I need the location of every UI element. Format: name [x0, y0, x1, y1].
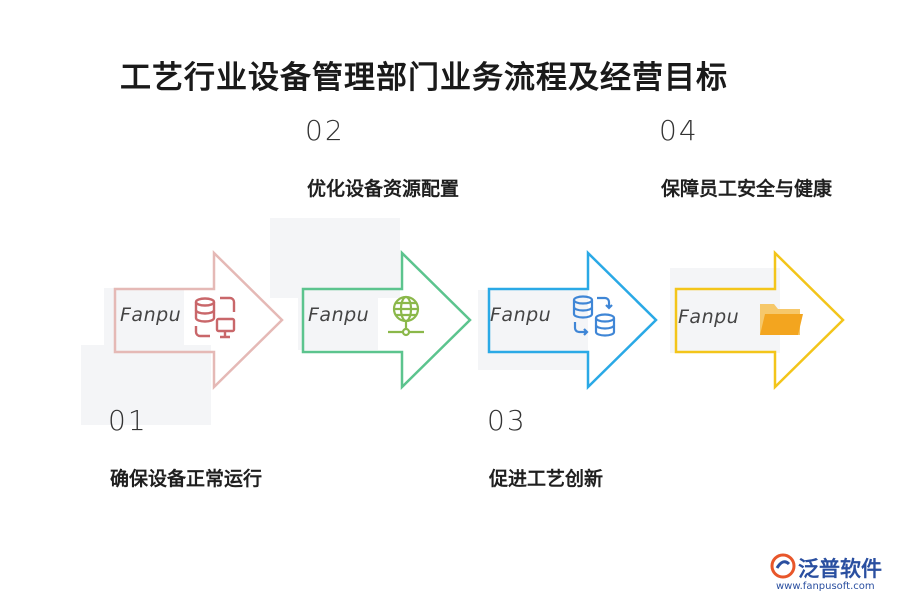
- ghost-panel: [298, 290, 378, 350]
- arrow-step-3: [487, 250, 658, 390]
- watermark-text: Fanpu: [120, 304, 182, 326]
- step-label: 保障员工安全与健康: [661, 178, 833, 200]
- ghost-panel: [81, 345, 211, 425]
- step-number: 04: [659, 114, 699, 147]
- database-monitor-icon: [194, 296, 236, 339]
- watermark-text: Fanpu: [678, 306, 740, 328]
- ghost-panel: [478, 290, 588, 370]
- step-label: 促进工艺创新: [489, 468, 604, 490]
- ghost-panel: [270, 218, 400, 298]
- folder-icon: [760, 304, 803, 335]
- step-label: 确保设备正常运行: [110, 468, 263, 490]
- arrow-step-2: [301, 250, 472, 390]
- diagram-title: 工艺行业设备管理部门业务流程及经营目标: [120, 60, 728, 96]
- brand-icon: [770, 553, 796, 579]
- ghost-panel: [104, 288, 184, 348]
- step-number: 03: [487, 404, 527, 437]
- globe-network-icon: [388, 295, 424, 337]
- brand-logo: 泛普软件 www.fanpusoft.com: [770, 553, 895, 598]
- database-sync-icon: [572, 295, 616, 337]
- watermark-text: Fanpu: [308, 304, 370, 326]
- brand-url: www.fanpusoft.com: [776, 581, 875, 592]
- step-label: 优化设备资源配置: [307, 178, 460, 200]
- arrow-step-4: [674, 250, 845, 390]
- watermark-text: Fanpu: [490, 304, 552, 326]
- step-number: 02: [305, 114, 345, 147]
- arrow-step-1: [113, 250, 284, 390]
- brand-name: 泛普软件: [798, 557, 882, 581]
- step-number: 01: [108, 404, 148, 437]
